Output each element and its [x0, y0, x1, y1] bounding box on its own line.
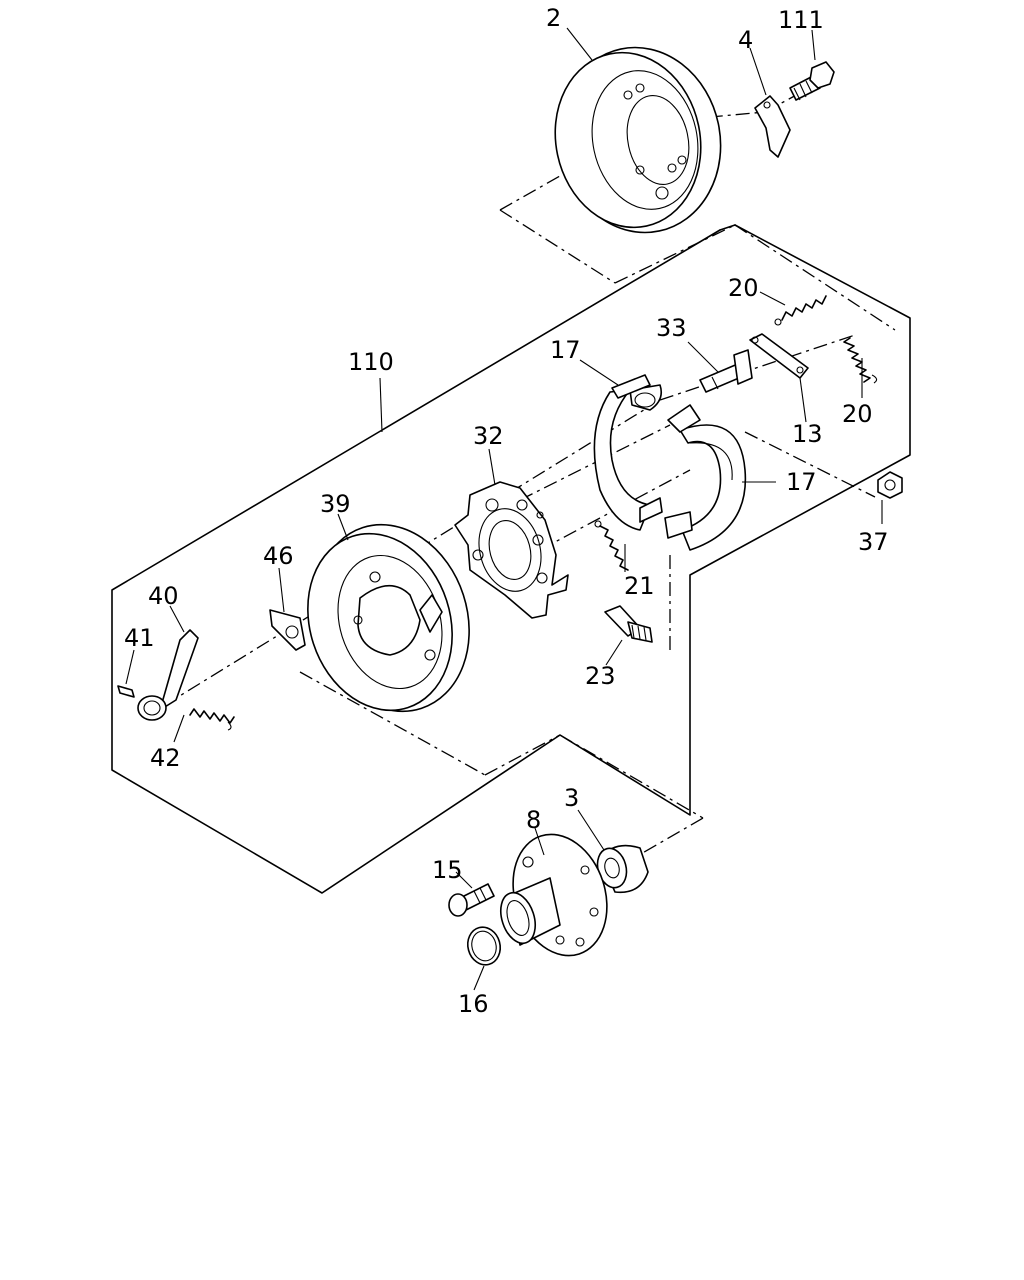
label-20-lower: 20 [842, 400, 873, 428]
spring-20-lower [843, 337, 878, 384]
label-41: 41 [124, 624, 155, 652]
label-110: 110 [348, 348, 394, 376]
spring-21 [594, 520, 629, 571]
assembly-110-boundary [111, 224, 911, 894]
brake-drum-2 [554, 46, 722, 234]
hub-flange-8 [499, 833, 608, 957]
bolt-111 [789, 61, 835, 101]
bolt-15 [448, 883, 495, 917]
label-111: 111 [778, 6, 824, 34]
label-15: 15 [432, 856, 463, 884]
label-33: 33 [656, 314, 687, 342]
lever-40 [137, 629, 199, 721]
pin-41 [117, 685, 135, 698]
part-labels: 2 111 4 20 33 17 110 13 20 32 17 39 37 4… [124, 4, 889, 1018]
label-16: 16 [458, 990, 489, 1018]
backing-plate-32 [454, 481, 569, 619]
label-40: 40 [148, 582, 179, 610]
brake-shoe-17-front [664, 404, 747, 551]
label-8: 8 [526, 806, 541, 834]
assembly-110-boundary-inner [719, 224, 736, 231]
label-39: 39 [320, 490, 351, 518]
brake-shoe-17-rear [593, 374, 663, 531]
adjuster-33 [699, 349, 753, 393]
label-37: 37 [858, 528, 889, 556]
label-3: 3 [564, 784, 579, 812]
o-ring-16 [466, 926, 502, 966]
nut-37 [877, 471, 903, 499]
leader-lines [125, 27, 883, 991]
spring-20-upper [774, 295, 827, 326]
label-13: 13 [792, 420, 823, 448]
label-21: 21 [624, 572, 655, 600]
label-20-upper: 20 [728, 274, 759, 302]
label-42: 42 [150, 744, 181, 772]
label-2: 2 [546, 4, 561, 32]
hub-nut-3 [596, 844, 649, 894]
link-13 [749, 333, 809, 379]
label-17-rear: 17 [550, 336, 581, 364]
spring-42 [189, 708, 235, 731]
label-46: 46 [263, 542, 294, 570]
label-23: 23 [585, 662, 616, 690]
brake-cover-39 [307, 523, 470, 713]
label-17-front: 17 [786, 468, 817, 496]
lock-plate-4 [754, 95, 791, 158]
adjuster-screw-23 [604, 605, 653, 643]
label-32: 32 [473, 422, 504, 450]
boot-46 [269, 609, 306, 651]
label-4: 4 [738, 26, 753, 54]
